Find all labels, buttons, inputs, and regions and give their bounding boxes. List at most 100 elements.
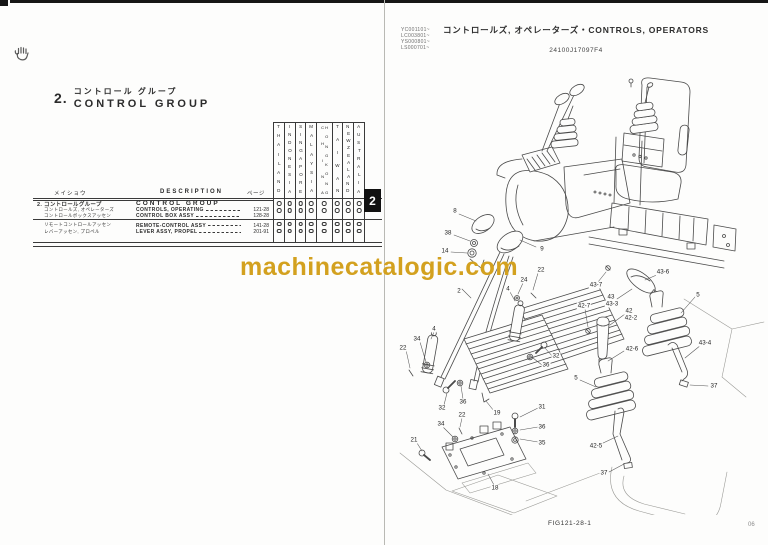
section-heading: 2. コントロール グループ CONTROL GROUP [54, 86, 210, 110]
serial-number: YS000801~ [401, 39, 430, 45]
grips-and-boots [585, 265, 692, 469]
leader-lines [405, 213, 709, 486]
part-label: 9 [539, 245, 545, 253]
part-label: 34 [412, 335, 422, 343]
diagram-drawing [399, 77, 765, 515]
availability-mark [346, 208, 351, 213]
section-title-jp: コントロール グループ [73, 87, 178, 96]
section-number: 2. [54, 90, 68, 106]
availability-mark [298, 208, 303, 213]
part-label: 32 [437, 404, 447, 412]
availability-mark [309, 221, 314, 227]
levers-and-knobs [433, 214, 524, 391]
part-label: 4 [505, 285, 511, 293]
availability-mark [287, 208, 293, 213]
availability-mark [346, 228, 351, 234]
part-label: 22 [536, 266, 546, 274]
availability-mark [276, 208, 282, 213]
availability-mark [309, 201, 314, 206]
page-number: 06 [748, 522, 755, 528]
serial-number-list: YC001101~LC003801~YS000801~LS000701~ [401, 27, 430, 51]
part-label: 43-3 [604, 300, 620, 308]
part-label: 42-2 [623, 314, 639, 322]
header-name-jp: メイショウ [54, 191, 87, 197]
availability-mark [335, 228, 340, 234]
availability-mark [346, 201, 351, 206]
table-rule [33, 198, 382, 199]
availability-mark [309, 208, 314, 213]
part-label: 5 [695, 291, 701, 299]
figure-label: FIG121-28-1 [548, 520, 592, 527]
availability-mark [335, 221, 340, 227]
part-label: 8 [452, 207, 458, 215]
availability-mark [322, 208, 327, 213]
header-page-jp: ページ [247, 191, 265, 197]
availability-mark [322, 228, 327, 234]
part-label: 37 [599, 469, 609, 477]
part-label: 36 [537, 423, 547, 431]
part-label: 21 [409, 436, 419, 444]
part-label: 18 [490, 484, 500, 492]
availability-mark [287, 228, 293, 234]
part-label: 2 [456, 287, 462, 295]
part-label: 31 [537, 403, 547, 411]
availability-mark [356, 228, 362, 234]
serial-number: LS000701~ [401, 45, 430, 51]
part-label: 36 [541, 361, 551, 369]
part-label: 5 [573, 374, 579, 382]
part-code: 24100J17097F4 [549, 47, 603, 54]
part-label: 42 [624, 307, 634, 315]
part-label: 14 [440, 247, 450, 255]
serial-number: LC003801~ [401, 33, 430, 39]
ghost-outlines [399, 298, 765, 515]
availability-mark [309, 228, 314, 234]
availability-mark [335, 208, 340, 213]
availability-mark [335, 201, 340, 206]
availability-mark [322, 201, 327, 206]
part-label: 42-7 [576, 302, 592, 310]
part-label: 43-7 [588, 281, 604, 289]
control-stand [496, 83, 631, 242]
seat-assembly [588, 77, 737, 269]
part-label: 36 [458, 398, 468, 406]
table-rule [33, 242, 382, 243]
table-rule [33, 245, 382, 247]
part-label: 4 [431, 325, 437, 333]
availability-mark [276, 228, 282, 234]
availability-mark [287, 201, 293, 206]
part-label: 37 [709, 382, 719, 390]
hand-tool-icon[interactable] [13, 44, 31, 62]
availability-mark [298, 201, 303, 206]
availability-mark [356, 208, 362, 213]
availability-mark [322, 221, 327, 227]
part-label: 43-6 [655, 268, 671, 276]
table-rule [33, 200, 273, 201]
part-label: 22 [398, 344, 408, 352]
base-plate-and-hardware [408, 292, 548, 494]
part-label: 32 [551, 352, 561, 360]
part-label: 38 [443, 229, 453, 237]
page-title: コントロールズ, オペレーターズ・CONTROLS, OPERATORS [442, 25, 710, 35]
availability-mark [298, 221, 303, 227]
availability-mark [287, 221, 293, 227]
part-label: 34 [436, 420, 446, 428]
part-label: 42-6 [624, 345, 640, 353]
availability-mark [346, 221, 351, 227]
section-title-en: CONTROL GROUP [73, 98, 211, 110]
